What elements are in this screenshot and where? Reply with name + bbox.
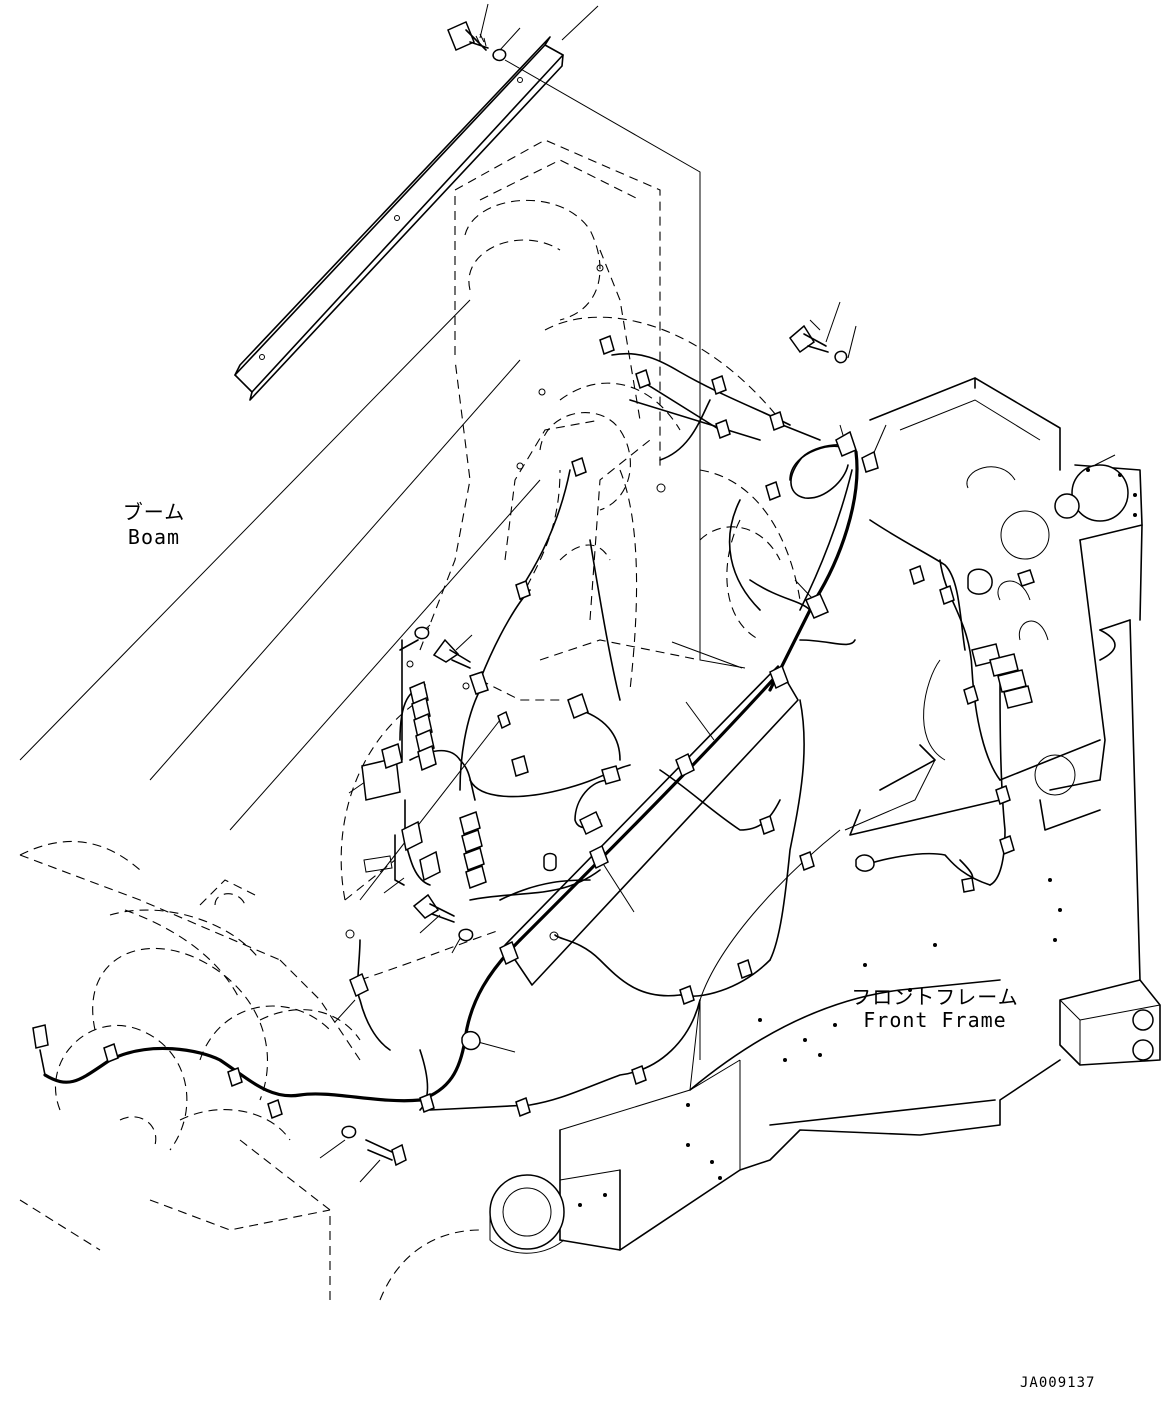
right-connectors [855,568,1035,893]
leader-lines [319,59,887,1183]
front-frame-label-en: Front Frame [863,1008,1007,1032]
front-frame-label-jp: フロントフレーム [851,985,1019,1009]
boom-label-jp: ブーム [122,500,186,524]
harness-clamps [103,334,1015,1120]
boom-outline [340,139,801,981]
right-bolt [788,324,848,364]
top-bolt [447,3,599,62]
left-bolts [341,626,474,1167]
boom-label-en: Boam [127,525,181,549]
front-frame [489,377,1161,1254]
fastener-dots [345,264,666,941]
angle-cover [234,36,564,401]
connector-panel [361,639,621,889]
drawing-code: JA009137 [1020,1375,1096,1391]
boom-body [19,299,541,901]
lower-linkage-outline [19,840,481,1301]
